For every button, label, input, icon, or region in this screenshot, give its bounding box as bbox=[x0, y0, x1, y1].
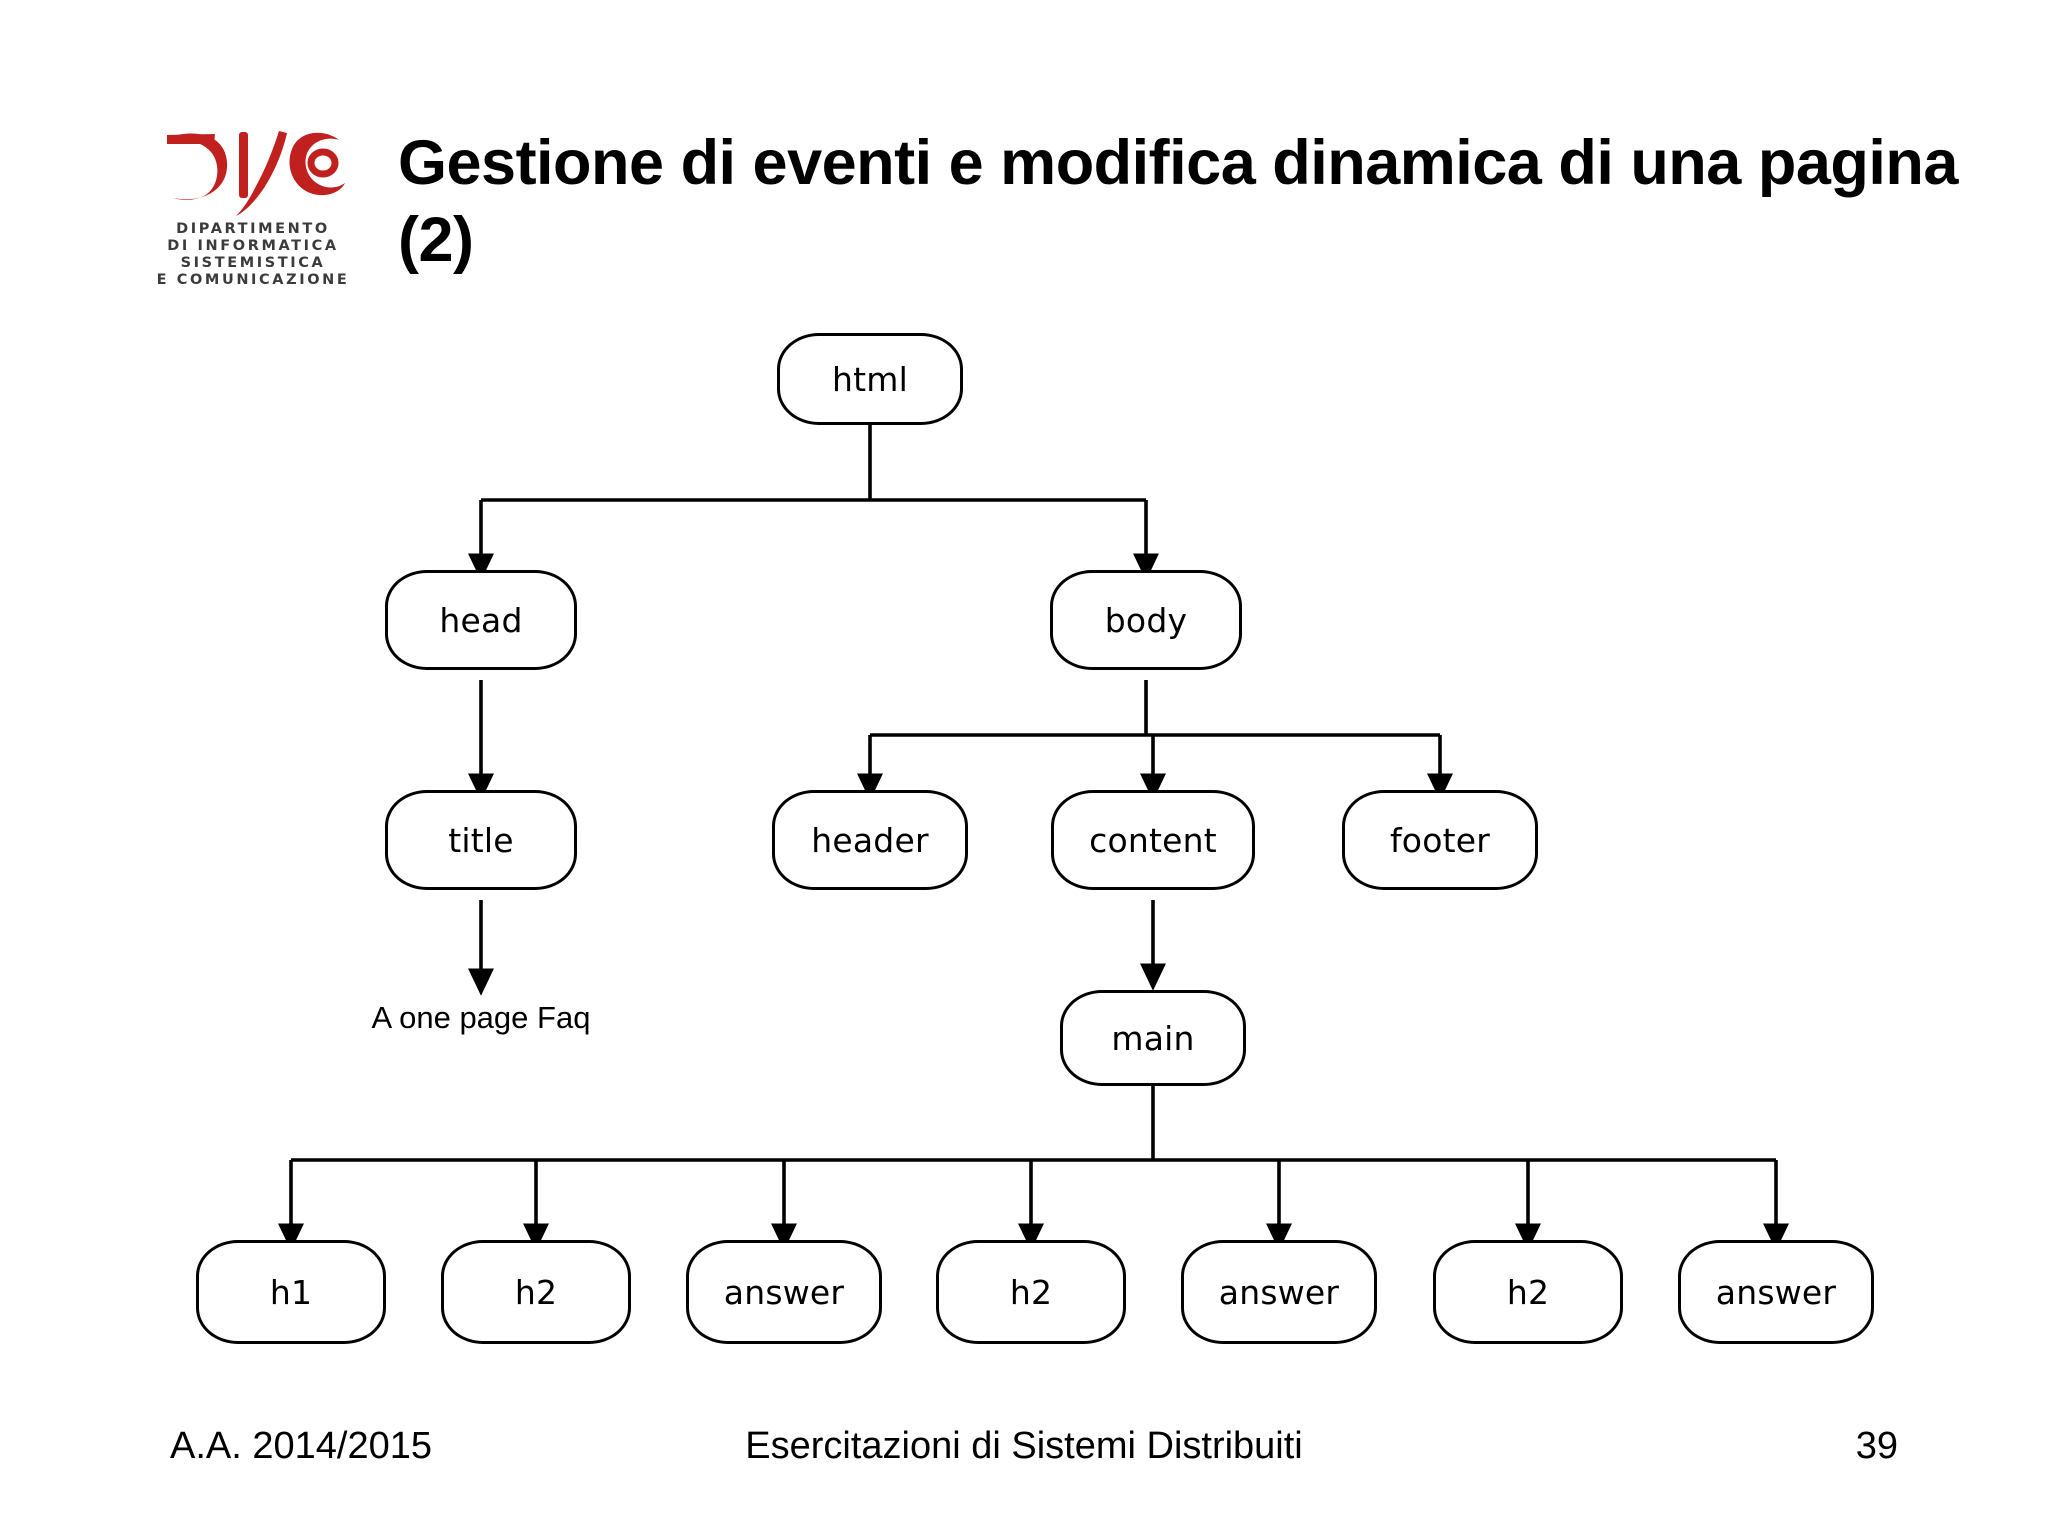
node-h2-3[interactable]: h2 bbox=[1433, 1240, 1623, 1344]
node-h2-1[interactable]: h2 bbox=[441, 1240, 631, 1344]
slide-footer: A.A. 2014/2015 Esercitazioni di Sistemi … bbox=[0, 1425, 2048, 1495]
footer-page-number: 39 bbox=[1855, 1425, 1898, 1467]
node-footer[interactable]: footer bbox=[1342, 790, 1538, 890]
page-title: Gestione di eventi e modifica dinamica d… bbox=[398, 128, 1958, 275]
logo-caption-line-3: SISTEMISTICA bbox=[180, 255, 326, 271]
footer-academic-year: A.A. 2014/2015 bbox=[170, 1425, 432, 1467]
node-head[interactable]: head bbox=[385, 570, 577, 670]
node-title[interactable]: title bbox=[385, 790, 577, 890]
node-h1-1[interactable]: h1 bbox=[196, 1240, 386, 1344]
node-html[interactable]: html bbox=[777, 333, 963, 425]
slide-header: DIPARTIMENTO DI INFORMATICA SISTEMISTICA… bbox=[0, 0, 2048, 330]
node-body[interactable]: body bbox=[1050, 570, 1242, 670]
node-faq-text: A one page Faq bbox=[371, 1000, 591, 1035]
footer-course-name: Esercitazioni di Sistemi Distribuiti bbox=[745, 1425, 1303, 1467]
node-content[interactable]: content bbox=[1051, 790, 1255, 890]
disc-logo-caption: DIPARTIMENTO DI INFORMATICA SISTEMISTICA… bbox=[148, 221, 358, 289]
node-h2-2[interactable]: h2 bbox=[936, 1240, 1126, 1344]
logo-caption-line-2: DI INFORMATICA bbox=[167, 238, 339, 254]
disc-logo: DIPARTIMENTO DI INFORMATICA SISTEMISTICA… bbox=[148, 122, 358, 289]
node-answer-3[interactable]: answer bbox=[1678, 1240, 1874, 1344]
node-answer-2[interactable]: answer bbox=[1181, 1240, 1377, 1344]
node-header[interactable]: header bbox=[772, 790, 968, 890]
logo-caption-line-1: DIPARTIMENTO bbox=[176, 221, 330, 237]
logo-caption-line-4: E COMUNICAZIONE bbox=[156, 272, 350, 288]
disc-logo-mark bbox=[167, 131, 345, 216]
node-answer-1[interactable]: answer bbox=[686, 1240, 882, 1344]
node-main[interactable]: main bbox=[1060, 990, 1246, 1086]
